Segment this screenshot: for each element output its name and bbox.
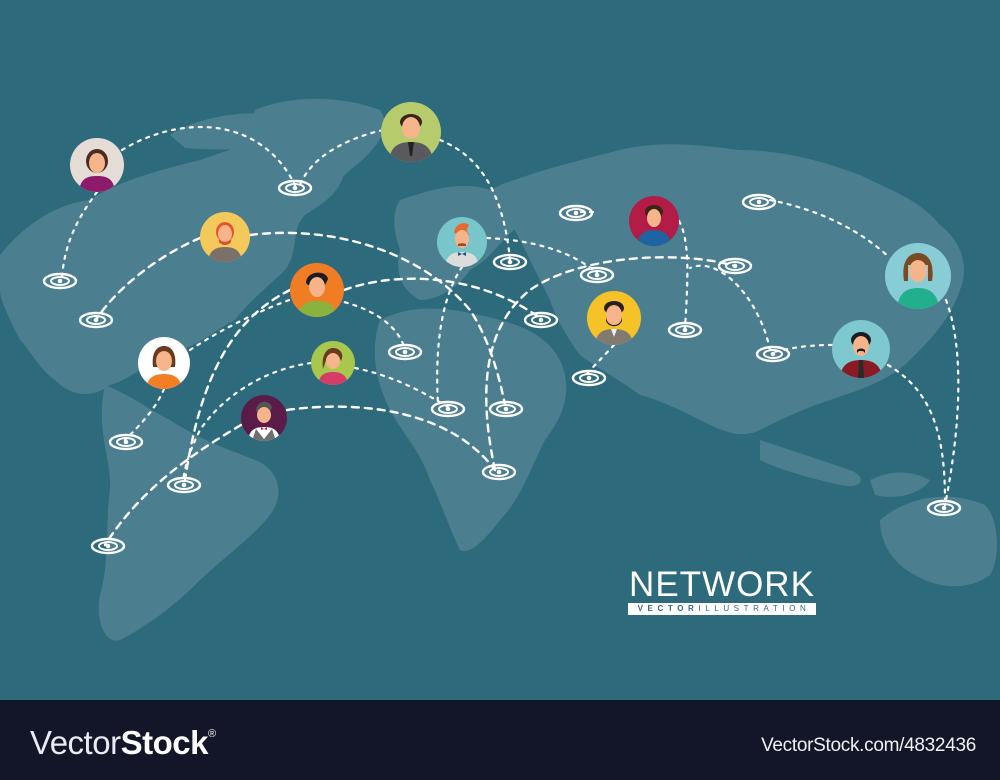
avatar-waiter bbox=[241, 395, 287, 441]
avatar-woman-purple bbox=[70, 138, 124, 192]
target-icon bbox=[166, 476, 202, 494]
target-icon bbox=[571, 369, 607, 387]
target-icon bbox=[926, 499, 962, 517]
logo-bold: Stock bbox=[120, 724, 209, 761]
target-icon bbox=[755, 345, 791, 363]
avatar-man-red-shirt-tie bbox=[832, 320, 890, 378]
world-map bbox=[0, 98, 997, 641]
vectorstock-logo[interactable]: VectorStock® bbox=[30, 724, 216, 762]
network-illustration: NETWORK VECTORILLUSTRATION bbox=[0, 98, 997, 641]
network-title-block: NETWORK VECTORILLUSTRATION bbox=[612, 565, 832, 615]
subtitle-light: ILLUSTRATION bbox=[698, 604, 811, 613]
avatar-man-mustache-bowtie bbox=[437, 217, 487, 267]
target-icon bbox=[492, 253, 528, 271]
avatar-man-green-shirt bbox=[290, 263, 344, 317]
target-icon bbox=[90, 537, 126, 555]
footer-bar: VectorStock® VectorStock.com/4832436 bbox=[0, 700, 1000, 780]
vector-illustration-subtitle: VECTORILLUSTRATION bbox=[628, 603, 816, 615]
avatar-man-beard-yellow bbox=[587, 291, 641, 345]
avatar-woman-pink bbox=[311, 341, 355, 385]
avatar-man-blue-shirt bbox=[629, 196, 679, 246]
target-icon bbox=[78, 311, 114, 329]
target-icon bbox=[387, 343, 423, 361]
avatar-woman-teal bbox=[885, 243, 951, 309]
target-icon bbox=[481, 463, 517, 481]
target-icon bbox=[717, 257, 753, 275]
target-icon bbox=[108, 433, 144, 451]
connection-network bbox=[42, 125, 962, 555]
target-icon bbox=[488, 400, 524, 418]
target-icon bbox=[741, 193, 777, 211]
image-reference-link[interactable]: VectorStock.com/4832436 bbox=[761, 735, 976, 756]
target-icon bbox=[277, 179, 313, 197]
target-icon bbox=[523, 311, 559, 329]
avatar-woman-orange bbox=[138, 337, 190, 389]
target-icon bbox=[667, 321, 703, 339]
target-icon bbox=[430, 400, 466, 418]
subtitle-bold: VECTOR bbox=[637, 604, 699, 613]
target-icon bbox=[558, 204, 594, 222]
logo-thin: Vector bbox=[30, 724, 121, 761]
avatar-man-red-beard bbox=[200, 212, 250, 262]
registered-mark: ® bbox=[207, 728, 216, 740]
network-title: NETWORK bbox=[629, 565, 815, 604]
target-icon bbox=[579, 266, 615, 284]
avatar-man-grey-suit bbox=[381, 102, 441, 162]
target-icon bbox=[42, 272, 78, 290]
